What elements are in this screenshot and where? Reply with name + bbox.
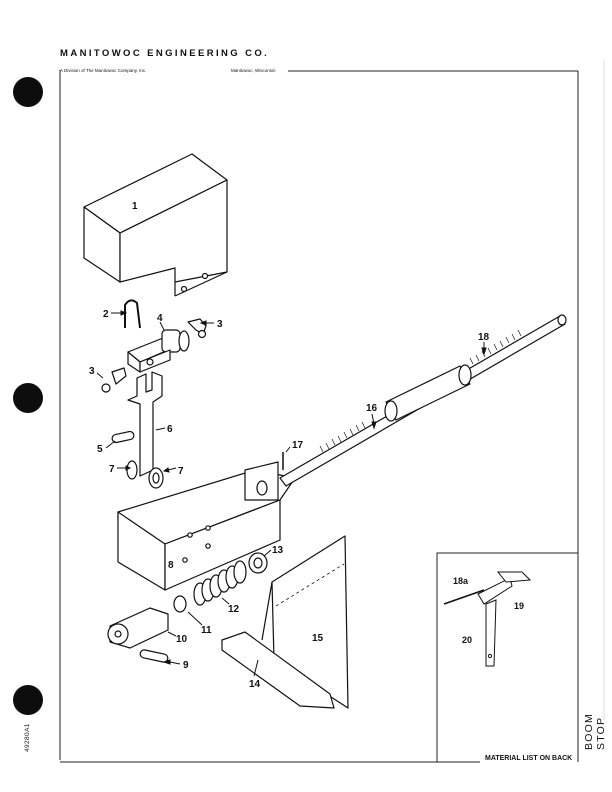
clevis [107,607,169,649]
callout-18: 18 [478,332,490,343]
binder-hole-top [13,77,43,107]
callout-20: 20 [462,635,472,645]
bracket-arm [127,371,163,477]
callout-3-left: 3 [89,366,95,377]
spring [193,560,247,606]
pin [111,430,135,444]
callout-1: 1 [132,201,138,212]
washer-11 [173,595,187,613]
callout-8: 8 [168,560,174,571]
city-line: Manitowoc, Wisconsin [231,68,276,73]
callout-15: 15 [312,633,324,644]
elbow-fitting-left [101,367,127,393]
cover-box [83,153,228,297]
binder-hole-bottom [13,685,43,715]
callout-11: 11 [201,625,212,636]
division-line: A Division of The Manitowoc Company, Inc… [60,68,147,73]
callout-14: 14 [249,679,261,690]
callout-19: 19 [514,601,524,611]
callout-16: 16 [366,403,378,414]
angle-strip [221,631,335,709]
valve-assembly [127,329,190,373]
binder-hole-middle [13,383,43,413]
callout-3-right: 3 [217,319,223,330]
callout-6: 6 [167,424,173,435]
callout-2: 2 [103,309,109,320]
inset-detail [443,571,532,667]
document-title: BOOM STOP [583,713,607,750]
roller-right [148,467,164,489]
callout-4: 4 [157,313,163,324]
company-name: MANITOWOC ENGINEERING CO. [60,48,270,59]
callout-5: 5 [97,444,103,455]
callout-12: 12 [228,604,240,615]
callout-17: 17 [292,440,304,451]
u-bolt [124,299,141,329]
clevis-pin [139,649,169,663]
mounting-plate [117,461,296,591]
callout-10: 10 [176,634,188,645]
callout-18a: 18a [453,576,469,586]
roller-left [126,460,138,480]
footer-note: MATERIAL LIST ON BACK [485,755,573,762]
document-number: 49280A1 [24,723,31,752]
callout-13: 13 [272,545,284,556]
washer-13 [248,552,268,574]
callout-7-left: 7 [109,464,115,475]
callout-7-right: 7 [178,466,184,477]
threaded-rod-assembly [279,314,567,487]
callout-9: 9 [183,660,189,671]
